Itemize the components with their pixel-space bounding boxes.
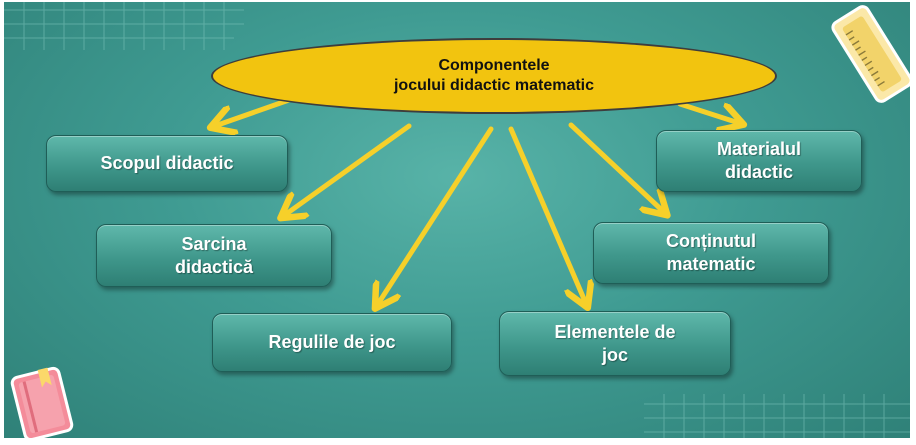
node-materialul-line1: Materialul (716, 139, 802, 159)
central-topic-line1: Componentele (438, 57, 550, 74)
arrow-to-regulile (376, 126, 494, 307)
arrow-to-scopul (212, 97, 292, 127)
diagram-slide: Componentele jocului didactic matematic … (4, 2, 910, 438)
node-regulile-de-joc: Regulile de joc (212, 313, 452, 372)
node-continutul-line1: Conținutul (666, 231, 756, 251)
arrows-layer (4, 97, 910, 438)
grid-lines (4, 2, 910, 438)
central-topic: Componentele jocului didactic matematic (211, 38, 777, 114)
node-continutul-line2: matematic (666, 254, 756, 274)
notebook-icon (10, 366, 74, 438)
node-scopul-didactic: Scopul didactic (46, 135, 288, 192)
node-scopul-label: Scopul didactic (100, 153, 234, 173)
node-sarcina-line1: Sarcina (181, 233, 247, 254)
node-regulile-label: Regulile de joc (268, 332, 396, 352)
arrow-to-continutul (568, 122, 666, 214)
central-topic-line2: jocului didactic matematic (393, 77, 595, 94)
node-sarcina-didactica: Sarcina didactică (96, 224, 332, 287)
node-elementele-line2: joc (601, 344, 628, 365)
node-elementele-line1: Elementele de (554, 321, 676, 342)
arrow-to-elementele (508, 126, 587, 306)
node-continutul-matematic: Conținutul matematic (593, 222, 829, 284)
arrow-to-materialul (677, 101, 742, 124)
node-sarcina-line2: didactică (174, 256, 254, 277)
node-elementele-de-joc: Elementele de joc (499, 311, 731, 376)
node-materialul-didactic: Materialul didactic (656, 130, 862, 192)
ruler-icon (831, 5, 910, 103)
arrow-to-sarcina (282, 123, 412, 217)
node-materialul-line2: didactic (724, 162, 794, 182)
background-decorations (4, 2, 910, 438)
